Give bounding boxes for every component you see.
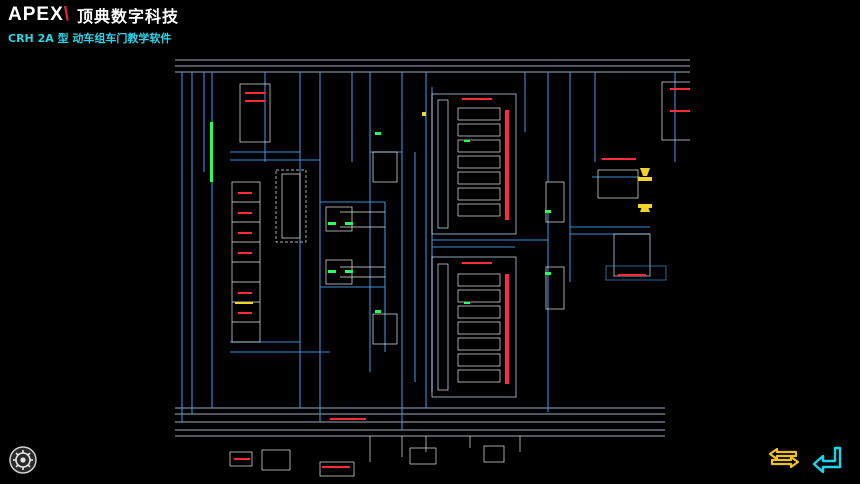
settings-icon[interactable] [9, 446, 37, 474]
apex-logo: APEX\ [8, 4, 71, 25]
swap-arrows-icon[interactable] [768, 446, 800, 470]
yellow-highlights [235, 112, 652, 304]
green-highlights [328, 132, 551, 313]
left-relay-panel [231, 83, 307, 343]
bus-lines [175, 59, 690, 437]
right-devices [545, 81, 690, 310]
main-wires [181, 72, 676, 430]
brand-logo: APEX\ 顶典数字科技 [8, 3, 179, 27]
controller-lower [431, 256, 517, 398]
course-title: CRH 2A 型 动车组车门教学软件 [8, 32, 172, 45]
circuit-schematic[interactable] [170, 52, 690, 480]
center-contacts [325, 151, 398, 345]
bottom-devices [229, 436, 521, 477]
company-name: 顶典数字科技 [77, 7, 180, 26]
small-labels [210, 122, 213, 182]
red-highlights [234, 88, 690, 468]
controller-upper [431, 93, 517, 235]
return-arrow-icon[interactable] [812, 445, 844, 475]
horn-icons [640, 168, 650, 212]
